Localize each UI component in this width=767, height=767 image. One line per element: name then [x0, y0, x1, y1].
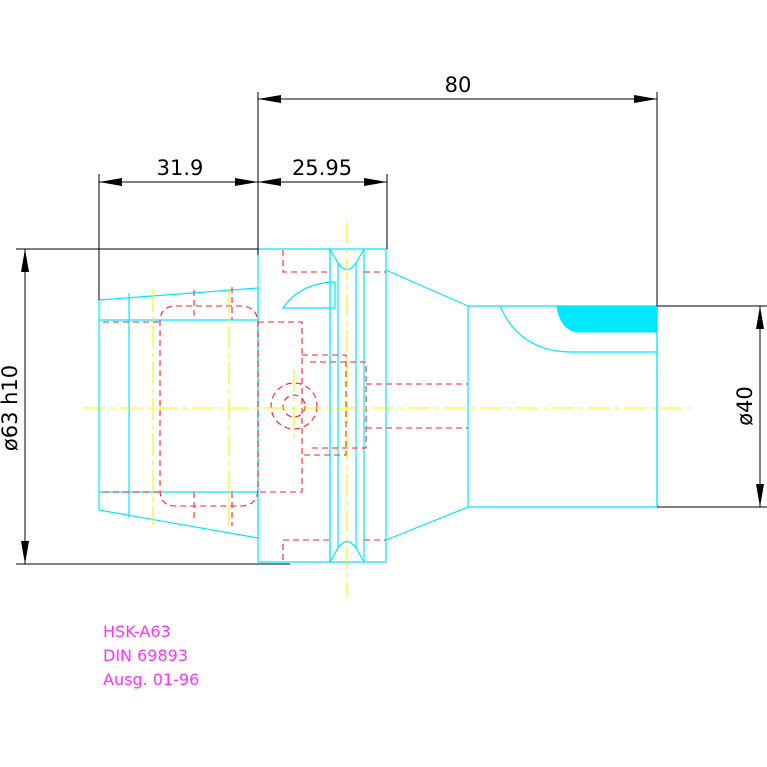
dimension-flange-length: 31.9	[98, 156, 258, 300]
note-issue-date: Ausg. 01-96	[103, 670, 199, 689]
dimension-shank-diameter: ø40	[657, 305, 767, 508]
dimension-collar-length-label: 25.95	[292, 156, 352, 180]
dimension-flange-diameter: ø63 h10	[0, 248, 290, 565]
coolant-cavity	[556, 305, 658, 333]
hidden-lines	[103, 250, 468, 560]
dimension-overall-length: 80	[257, 73, 658, 306]
note-din-number: DIN 69893	[103, 646, 188, 665]
dimension-shank-diameter-label: ø40	[733, 386, 757, 426]
drawing-notes: HSK-A63 DIN 69893 Ausg. 01-96	[103, 622, 199, 689]
dimension-overall-length-label: 80	[445, 73, 472, 97]
dimension-collar-length: 25.95	[258, 156, 388, 249]
center-lines	[84, 222, 690, 598]
dimension-flange-length-label: 31.9	[157, 156, 204, 180]
note-standard-name: HSK-A63	[103, 622, 171, 641]
part-outline	[98, 248, 658, 563]
dimension-flange-diameter-label: ø63 h10	[0, 365, 22, 451]
